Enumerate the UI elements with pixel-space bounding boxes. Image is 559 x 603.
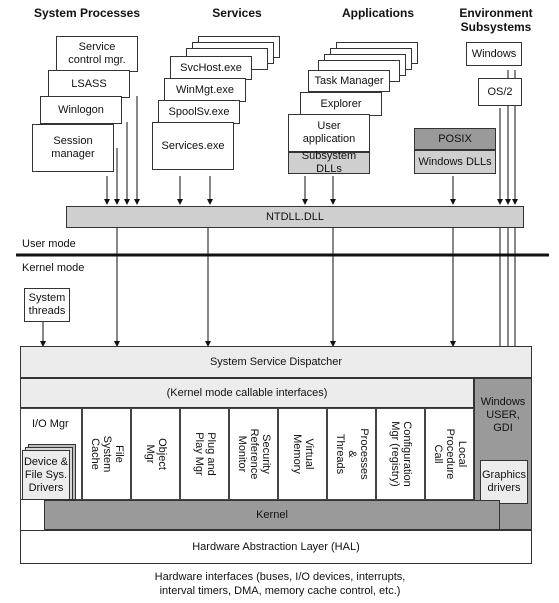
executive-component-label: Configuration Mgr (registry) xyxy=(388,421,413,487)
hal-bar: Hardware Abstraction Layer (HAL) xyxy=(20,530,532,564)
winlogon-box: Winlogon xyxy=(40,96,122,124)
posix-box: POSIX xyxy=(414,128,496,150)
graphics-drivers-box: Graphics drivers xyxy=(480,460,528,504)
executive-component-label: Object Mgr xyxy=(143,438,168,470)
executive-component-column: Processes & Threads xyxy=(327,408,376,500)
executive-component-label: File System Cache xyxy=(88,435,125,473)
kernel-bar: Kernel xyxy=(44,500,500,530)
explorer-box: Explorer xyxy=(300,92,382,116)
io-mgr-label: I/O Mgr xyxy=(32,418,69,430)
os2-subsystem-box: OS/2 xyxy=(478,78,522,106)
executive-component-column: Object Mgr xyxy=(131,408,180,500)
service-control-mgr-box: Service control mgr. xyxy=(56,36,138,72)
executive-component-column: File System Cache xyxy=(82,408,131,500)
system-threads-box: System threads xyxy=(24,288,70,322)
executive-component-label: Virtual Memory xyxy=(290,434,315,474)
hardware-interfaces-caption: Hardware interfaces (buses, I/O devices,… xyxy=(154,571,406,597)
device-drivers-box: Device & File Sys. Drivers xyxy=(22,450,70,500)
windows-dlls-box: Windows DLLs xyxy=(414,150,496,174)
windows-user-gdi-label: Windows USER, GDI xyxy=(480,396,526,434)
executive-component-label: Plug and Play Mgr xyxy=(192,432,217,476)
session-manager-box: Session manager xyxy=(32,124,114,172)
executive-component-column: Local Procedure Call xyxy=(425,408,474,500)
lsass-box: LSASS xyxy=(48,70,130,98)
windows-subsystem-box: Windows xyxy=(466,42,522,66)
ntdll-bar: NTDLL.DLL xyxy=(66,206,524,228)
subsystem-dlls-box: Subsystem DLLs xyxy=(288,150,370,175)
executive-component-label: Processes & Threads xyxy=(333,428,370,480)
header-services: Services xyxy=(212,6,262,20)
header-system-processes: System Processes xyxy=(33,6,141,20)
header-applications: Applications xyxy=(341,6,414,20)
kernel-callable-interfaces: (Kernel mode callable interfaces) xyxy=(20,378,474,408)
task-manager-box: Task Manager xyxy=(308,70,390,92)
user-application-box: User application xyxy=(288,114,370,152)
svchost-box: SvcHost.exe xyxy=(170,56,252,80)
kernel-mode-label: Kernel mode xyxy=(22,262,85,274)
user-mode-label: User mode xyxy=(22,238,76,250)
spoolsv-box: SpoolSv.exe xyxy=(158,100,240,124)
executive-component-column: Configuration Mgr (registry) xyxy=(376,408,425,500)
header-environment-subsystems: Environment Subsystems xyxy=(459,6,533,34)
executive-component-label: Local Procedure Call xyxy=(431,428,468,480)
system-service-dispatcher: System Service Dispatcher xyxy=(20,346,532,378)
executive-component-column: Plug and Play Mgr xyxy=(180,408,229,500)
winmgt-box: WinMgt.exe xyxy=(164,78,246,102)
executive-component-column: Security Reference Monitor xyxy=(229,408,278,500)
executive-component-column: Virtual Memory xyxy=(278,408,327,500)
executive-component-label: Security Reference Monitor xyxy=(235,428,272,480)
services-exe-box: Services.exe xyxy=(152,122,234,170)
